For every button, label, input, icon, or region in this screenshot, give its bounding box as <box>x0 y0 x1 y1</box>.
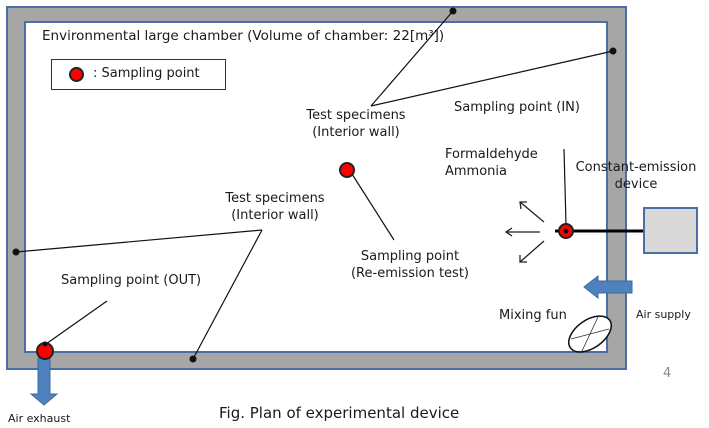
gas-formaldehyde: Formaldehyde <box>445 147 538 162</box>
label-line: Test specimens <box>306 108 406 123</box>
label-line: Test specimens <box>225 191 325 206</box>
label-line: Constant-emission <box>575 160 697 175</box>
mixing-fan-label: Mixing fun <box>499 308 567 323</box>
sampling-in-leader <box>563 148 567 226</box>
sampling-out-leader <box>45 300 108 345</box>
emission-arrows <box>504 201 545 263</box>
figure-caption: Fig. Plan of experimental device <box>219 404 460 422</box>
test-specimens-top-label: Test specimens (Interior wall) <box>296 107 416 141</box>
label-line: device <box>614 177 658 192</box>
constant-emission-device <box>643 207 698 254</box>
gas-ammonia: Ammonia <box>445 164 507 179</box>
air-supply-label: Air supply <box>636 308 691 321</box>
specimen-marker-top-wall <box>449 7 457 15</box>
sampling-point-legend-icon <box>69 67 84 82</box>
chamber-title: Environmental large chamber (Volume of c… <box>42 28 445 44</box>
sampling-point-out-label: Sampling point (OUT) <box>61 273 202 288</box>
constant-emission-label: Constant-emission device <box>572 159 700 193</box>
gases-label: Formaldehyde Ammonia <box>445 146 538 180</box>
legend: : Sampling point <box>51 59 226 90</box>
sampling-point-in-label: Sampling point (IN) <box>454 100 580 115</box>
test-specimen-leaders-top <box>370 10 614 107</box>
test-specimen-leaders-left <box>15 229 263 360</box>
sampling-point-reemission <box>339 162 355 178</box>
label-line: (Interior wall) <box>312 125 400 140</box>
specimen-marker-right-wall <box>609 47 617 55</box>
air-exhaust-label: Air exhaust <box>8 412 71 425</box>
air-supply-arrow <box>583 274 633 300</box>
sampling-point-reemission-label: Sampling point (Re-emission test) <box>345 248 475 282</box>
specimen-marker-bottom-wall <box>189 355 197 363</box>
specimen-marker-left-wall <box>12 248 20 256</box>
legend-label: : Sampling point <box>93 66 200 81</box>
test-specimens-left-label: Test specimens (Interior wall) <box>215 190 335 224</box>
label-line: Sampling point <box>360 249 460 264</box>
mixing-fan <box>568 315 612 353</box>
page-number: 4 <box>663 366 672 381</box>
label-line: (Re-emission test) <box>350 266 469 281</box>
reemission-leader <box>351 173 395 241</box>
air-exhaust-arrow <box>29 357 59 406</box>
label-line: (Interior wall) <box>231 208 319 223</box>
